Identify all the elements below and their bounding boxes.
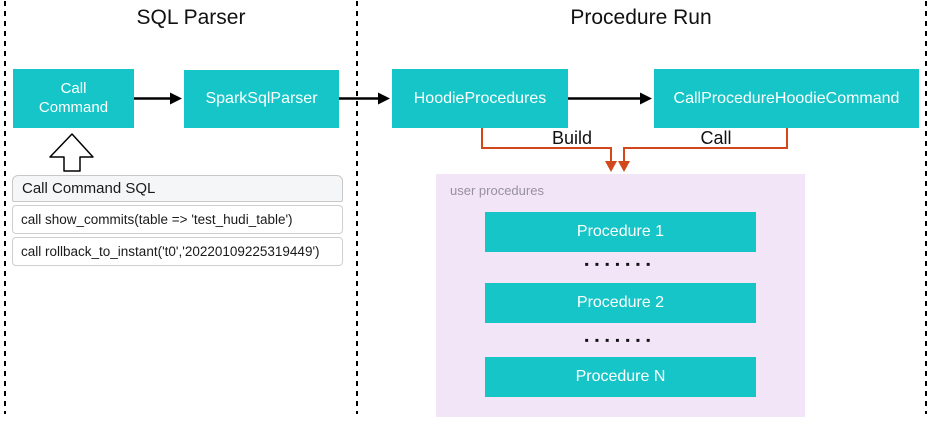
node-spark-sql-parser: SparkSqlParser — [184, 70, 339, 128]
procedure-run-section-title: Procedure Run — [570, 6, 712, 29]
arrow-sparksqlparser-to-hoodieprocedures — [339, 92, 390, 105]
user-procedures-label: user procedures — [450, 183, 544, 198]
call-command-sql-panel: Call Command SQL call show_commits(table… — [12, 175, 343, 266]
procedure-1-box: Procedure 1 — [485, 212, 756, 252]
ellipsis-dots: ▪▪▪▪▪▪▪ — [584, 257, 657, 271]
arrow-hoodieprocedures-to-callprocedure — [568, 92, 652, 105]
sql-example-row: call rollback_to_instant('t0','202201092… — [12, 237, 343, 266]
hollow-up-arrow — [49, 133, 94, 172]
sql-example-row: call show_commits(table => 'test_hudi_ta… — [12, 205, 343, 234]
user-procedures-panel: user procedures Procedure 1 ▪▪▪▪▪▪▪ Proc… — [436, 174, 805, 417]
build-edge-label: Build — [551, 128, 593, 148]
procedure-2-box: Procedure 2 — [485, 283, 756, 323]
arrow-callcommand-to-sparksqlparser — [134, 92, 182, 105]
node-call-procedure-hoodie-command: CallProcedureHoodieCommand — [654, 69, 919, 128]
ellipsis-dots: ▪▪▪▪▪▪▪ — [584, 333, 657, 347]
sql-parser-section-title: SQL Parser — [136, 6, 246, 29]
node-hoodie-procedures: HoodieProcedures — [392, 69, 568, 128]
sql-panel-header: Call Command SQL — [12, 175, 343, 202]
call-edge-label: Call — [700, 128, 732, 148]
node-call-command: Call Command — [13, 69, 134, 128]
procedure-n-box: Procedure N — [485, 357, 756, 397]
